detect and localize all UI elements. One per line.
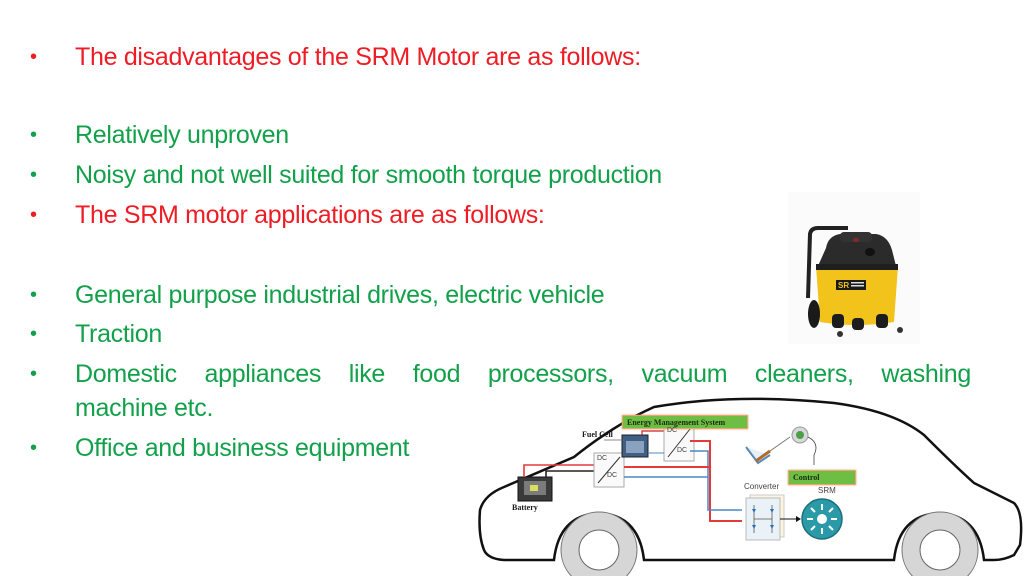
ev-srm-diagram: Energy Management System Fuel Cell Batte…	[474, 395, 1024, 576]
list-item-text: Traction	[75, 320, 162, 348]
vacuum-cleaner-image: SR	[788, 192, 920, 344]
bullet-icon: •	[30, 124, 37, 146]
list-item-text: Noisy and not well suited for smooth tor…	[75, 161, 662, 189]
converter-label: Converter	[744, 482, 780, 491]
list-item-text: General purpose industrial drives, elect…	[75, 281, 605, 309]
energy-management-label: Energy Management System	[622, 415, 748, 429]
fuel-cell-label: Fuel Cell	[582, 430, 613, 439]
bullet-icon: •	[30, 363, 37, 385]
bullet-icon: •	[30, 164, 37, 186]
list-item-text: Relatively unproven	[75, 121, 289, 149]
bullet-icon: •	[30, 323, 37, 345]
car-outline-icon	[478, 397, 1023, 576]
heading-text: The disadvantages of the SRM Motor are a…	[75, 43, 641, 71]
dc-label: DC	[597, 455, 608, 462]
bullet-icon: •	[30, 284, 37, 306]
dc-label: DC	[677, 447, 688, 454]
heading-text: The SRM motor applications are as follow…	[75, 201, 545, 229]
dc-label: DC	[607, 472, 618, 479]
list-item-text: Domestic appliances like food processors…	[75, 360, 971, 388]
bullet-icon: •	[30, 437, 37, 459]
bullet-icon: •	[30, 204, 37, 226]
srm-label: SRM	[818, 486, 836, 495]
list-item-text: machine etc.	[75, 394, 214, 422]
dc-label: DC	[667, 427, 678, 434]
bullet-icon: •	[30, 46, 37, 68]
svg-text:SR: SR	[838, 281, 849, 290]
vacuum-cleaner-icon: SR	[806, 226, 903, 337]
list-item-text: Office and business equipment	[75, 434, 410, 462]
battery-label: Battery	[512, 503, 538, 512]
control-label: Control	[788, 470, 856, 485]
